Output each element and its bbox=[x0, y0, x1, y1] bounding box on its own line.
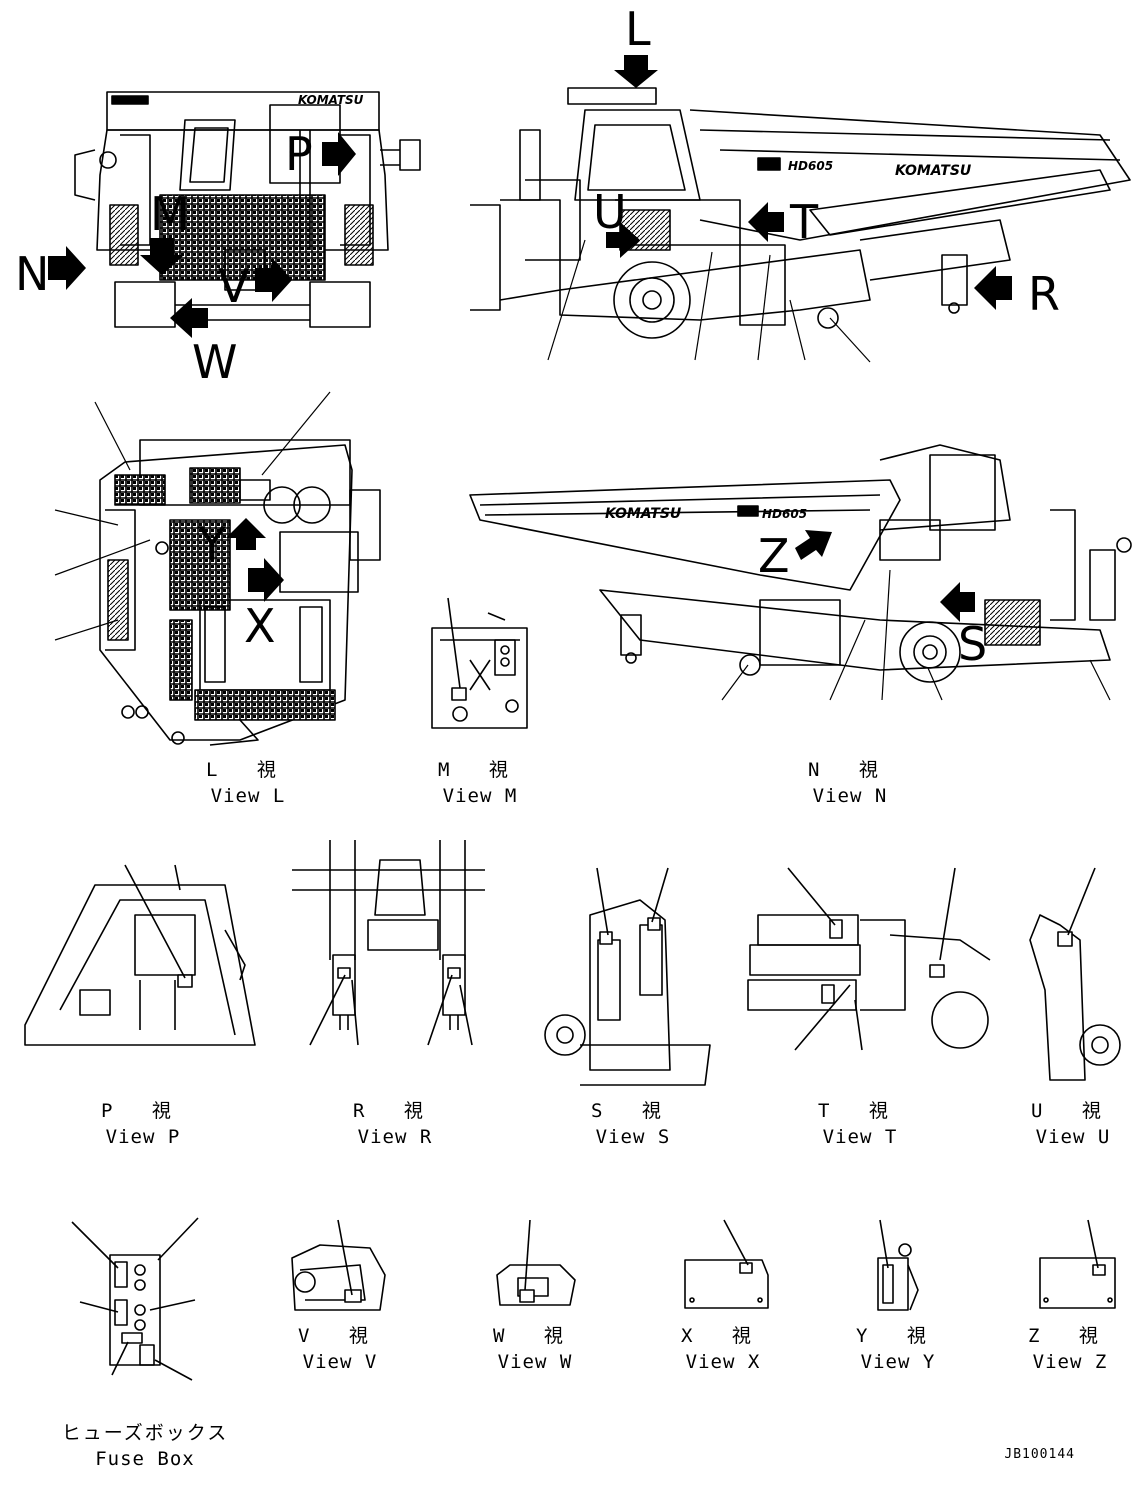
view-u-drawing bbox=[1029, 867, 1121, 1081]
view-l-drawing bbox=[99, 439, 381, 746]
view-y-drawing bbox=[877, 1219, 919, 1311]
side-view-right-arrows bbox=[606, 202, 1012, 310]
letter-R: R bbox=[1028, 267, 1060, 321]
view-r-drawing bbox=[292, 840, 485, 1046]
fuse-box-drawing bbox=[71, 1217, 199, 1381]
view-s-drawing bbox=[544, 867, 711, 1086]
view-l-arrows bbox=[226, 518, 284, 602]
view-n-letters: Z S bbox=[758, 529, 987, 671]
letter-X: X bbox=[244, 599, 276, 653]
drawing-number: JB100144 bbox=[1004, 1447, 1075, 1462]
letter-L: L bbox=[625, 2, 651, 56]
view-n-leaders bbox=[721, 569, 1111, 701]
view-x-drawing bbox=[684, 1219, 769, 1309]
letter-Z: Z bbox=[758, 529, 790, 583]
letter-M: M bbox=[150, 187, 190, 241]
brand-model-side-r: HD605 bbox=[788, 159, 833, 173]
view-p-drawing bbox=[24, 864, 256, 1046]
letter-T: T bbox=[789, 195, 819, 249]
view-z-drawing bbox=[1039, 1219, 1116, 1309]
view-l-leaders bbox=[54, 391, 331, 641]
view-t-drawing bbox=[747, 867, 991, 1051]
brand-maker-side-l: KOMATSU bbox=[605, 506, 682, 522]
front-view-letters: P M N V W bbox=[15, 127, 313, 389]
brand-model-side-l: HD605 bbox=[762, 507, 807, 521]
letter-P: P bbox=[285, 127, 313, 181]
view-l-letters: Y X bbox=[197, 517, 276, 653]
front-view-truck: KOMATSU bbox=[74, 91, 421, 328]
view-n-arrows bbox=[795, 530, 975, 622]
letter-S: S bbox=[958, 617, 987, 671]
view-w-drawing bbox=[496, 1219, 576, 1306]
view-n-drawing: KOMATSU HD605 bbox=[469, 444, 1132, 683]
letter-N: N bbox=[15, 247, 49, 301]
side-view-right-letters: L U T R bbox=[593, 2, 1060, 321]
letter-Y: Y bbox=[197, 517, 227, 571]
front-view-arrows bbox=[48, 55, 658, 338]
brand-maker-front: KOMATSU bbox=[298, 93, 364, 107]
view-m-drawing bbox=[431, 597, 528, 729]
letter-W: W bbox=[192, 335, 237, 389]
side-view-right-leaders bbox=[547, 239, 871, 363]
view-v-drawing bbox=[291, 1219, 386, 1311]
letter-V: V bbox=[218, 259, 250, 313]
brand-maker-side-r: KOMATSU bbox=[895, 163, 972, 179]
letter-U: U bbox=[593, 185, 627, 239]
side-view-right-truck: HD605 KOMATSU bbox=[470, 87, 1131, 339]
